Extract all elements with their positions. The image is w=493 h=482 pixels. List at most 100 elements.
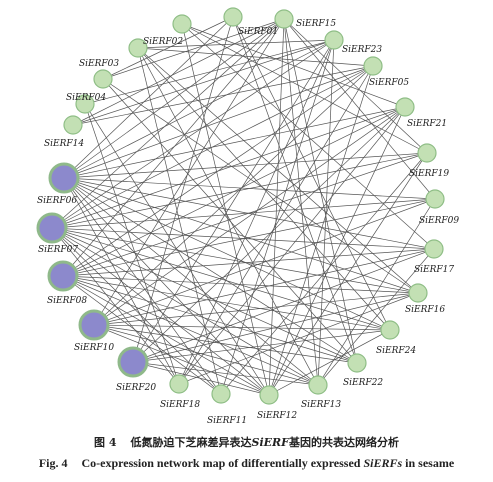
edge-SiERF20-SiERF23 bbox=[132, 39, 335, 363]
node-circle bbox=[380, 320, 400, 340]
edge-SiERF07-SiERF12 bbox=[51, 227, 270, 396]
edge-SiERF03-SiERF01 bbox=[102, 16, 234, 80]
node-label: SiERF12 bbox=[257, 411, 297, 421]
node-label: SiERF10 bbox=[74, 343, 114, 353]
node-circle bbox=[93, 69, 113, 89]
node-circle bbox=[308, 375, 328, 395]
edge-SiERF15-SiERF12 bbox=[268, 18, 285, 396]
edge-unlabeled-a-SiERF21 bbox=[181, 23, 406, 108]
edge-SiERF14-SiERF23 bbox=[72, 39, 335, 126]
edge-SiERF08-SiERF13 bbox=[62, 275, 319, 386]
node-SiERF07: SiERF07 bbox=[36, 212, 78, 255]
edge-SiERF05-SiERF12 bbox=[268, 65, 374, 396]
node-circle bbox=[395, 97, 415, 117]
node-circle bbox=[128, 38, 148, 58]
node-label: SiERF15 bbox=[296, 19, 336, 29]
edge-SiERF02-SiERF13 bbox=[137, 47, 319, 386]
node-SiERF14: SiERF14 bbox=[44, 115, 84, 149]
node-label: SiERF08 bbox=[47, 296, 87, 306]
edge-SiERF07-SiERF13 bbox=[51, 227, 319, 386]
nodes-layer: SiERF01SiERF15SiERF23SiERF05SiERF21SiERF… bbox=[36, 7, 459, 426]
edge-SiERF21-SiERF18 bbox=[178, 106, 406, 385]
edge-SiERF23-SiERF18 bbox=[178, 39, 335, 385]
node-SiERF21: SiERF21 bbox=[395, 97, 447, 129]
edge-SiERF06-SiERF16 bbox=[63, 177, 419, 294]
node-circle bbox=[259, 385, 279, 405]
node-circle bbox=[47, 260, 79, 292]
edge-SiERF07-SiERF09 bbox=[51, 198, 436, 229]
node-SiERF10: SiERF10 bbox=[74, 309, 114, 353]
edge-SiERF16-SiERF18 bbox=[178, 292, 419, 385]
edge-SiERF24-SiERF12 bbox=[268, 329, 391, 396]
edge-SiERF10-SiERF05 bbox=[93, 65, 374, 326]
node-circle bbox=[75, 94, 95, 114]
node-label: SiERF18 bbox=[160, 400, 200, 410]
node-circle bbox=[363, 56, 383, 76]
edge-SiERF02-SiERF24 bbox=[137, 47, 391, 331]
node-SiERF03: SiERF03 bbox=[79, 59, 119, 89]
node-SiERF22: SiERF22 bbox=[343, 353, 383, 388]
edge-SiERF05-SiERF18 bbox=[178, 65, 374, 385]
edge-SiERF10-SiERF17 bbox=[93, 248, 435, 326]
node-circle bbox=[117, 346, 149, 378]
edge-SiERF15-SiERF22 bbox=[283, 18, 358, 364]
node-label: SiERF01 bbox=[238, 27, 278, 37]
edge-SiERF02-SiERF05 bbox=[137, 47, 374, 67]
node-label: SiERF05 bbox=[369, 78, 409, 88]
node-circle bbox=[417, 143, 437, 163]
edge-SiERF20-SiERF21 bbox=[132, 106, 406, 363]
edge-SiERF08-SiERF22 bbox=[62, 275, 358, 364]
edge-SiERF20-SiERF17 bbox=[132, 248, 435, 363]
edge-SiERF08-SiERF19 bbox=[62, 152, 428, 277]
node-label: SiERF22 bbox=[343, 378, 383, 388]
edge-SiERF08-SiERF17 bbox=[62, 248, 435, 277]
node-SiERF02: SiERF02 bbox=[128, 37, 183, 58]
edge-SiERF10-SiERF22 bbox=[93, 324, 358, 364]
edge-SiERF15-SiERF19 bbox=[283, 18, 428, 154]
node-SiERF18: SiERF18 bbox=[160, 374, 200, 410]
node-circle bbox=[347, 353, 367, 373]
edge-SiERF06-SiERF01 bbox=[63, 16, 234, 179]
node-SiERF01: SiERF01 bbox=[223, 7, 278, 37]
node-circle bbox=[172, 14, 192, 34]
node-SiERF13: SiERF13 bbox=[301, 375, 341, 410]
edge-SiERF10-SiERF21 bbox=[93, 106, 406, 326]
edge-SiERF08-SiERF11 bbox=[62, 275, 222, 395]
caption-text: 基因的共表达网络分析 bbox=[288, 436, 399, 449]
edge-SiERF01-SiERF22 bbox=[232, 16, 358, 364]
edge-SiERF06-SiERF22 bbox=[63, 177, 358, 364]
edge-SiERF10-SiERF09 bbox=[93, 198, 436, 326]
node-label: SiERF06 bbox=[37, 196, 77, 206]
node-SiERF11: SiERF11 bbox=[207, 384, 247, 426]
node-SiERF08: SiERF08 bbox=[47, 260, 87, 306]
edge-SiERF14-SiERF15 bbox=[72, 18, 285, 126]
node-label: SiERF21 bbox=[407, 119, 447, 129]
node-circle bbox=[324, 30, 344, 50]
node-label: SiERF11 bbox=[207, 416, 247, 426]
edge-SiERF07-SiERF05 bbox=[51, 65, 374, 229]
edge-unlabeled-a-SiERF12 bbox=[181, 23, 270, 396]
edge-SiERF03-SiERF16 bbox=[102, 78, 419, 294]
node-circle bbox=[274, 9, 294, 29]
node-unlabeled-a bbox=[172, 14, 192, 34]
caption-gene-name: SiERF bbox=[251, 436, 289, 449]
node-label: SiERF07 bbox=[38, 245, 78, 255]
edge-SiERF07-SiERF23 bbox=[51, 39, 335, 229]
node-SiERF09: SiERF09 bbox=[419, 189, 459, 226]
edge-SiERF03-SiERF22 bbox=[102, 78, 358, 364]
node-circle bbox=[169, 374, 189, 394]
caption-figure-number: Fig. 4 bbox=[38, 456, 68, 470]
edge-SiERF19-SiERF11 bbox=[220, 152, 428, 395]
node-SiERF06: SiERF06 bbox=[37, 162, 80, 206]
node-circle bbox=[424, 239, 444, 259]
edge-SiERF08-SiERF21 bbox=[62, 106, 406, 277]
edge-SiERF19-SiERF12 bbox=[268, 152, 428, 396]
node-SiERF24: SiERF24 bbox=[376, 320, 416, 356]
edge-SiERF10-SiERF12 bbox=[93, 324, 270, 396]
edge-SiERF07-SiERF19 bbox=[51, 152, 428, 229]
node-label: SiERF04 bbox=[66, 93, 106, 103]
coexpression-network: SiERF01SiERF15SiERF23SiERF05SiERF21SiERF… bbox=[36, 7, 459, 426]
node-SiERF05: SiERF05 bbox=[363, 56, 409, 88]
